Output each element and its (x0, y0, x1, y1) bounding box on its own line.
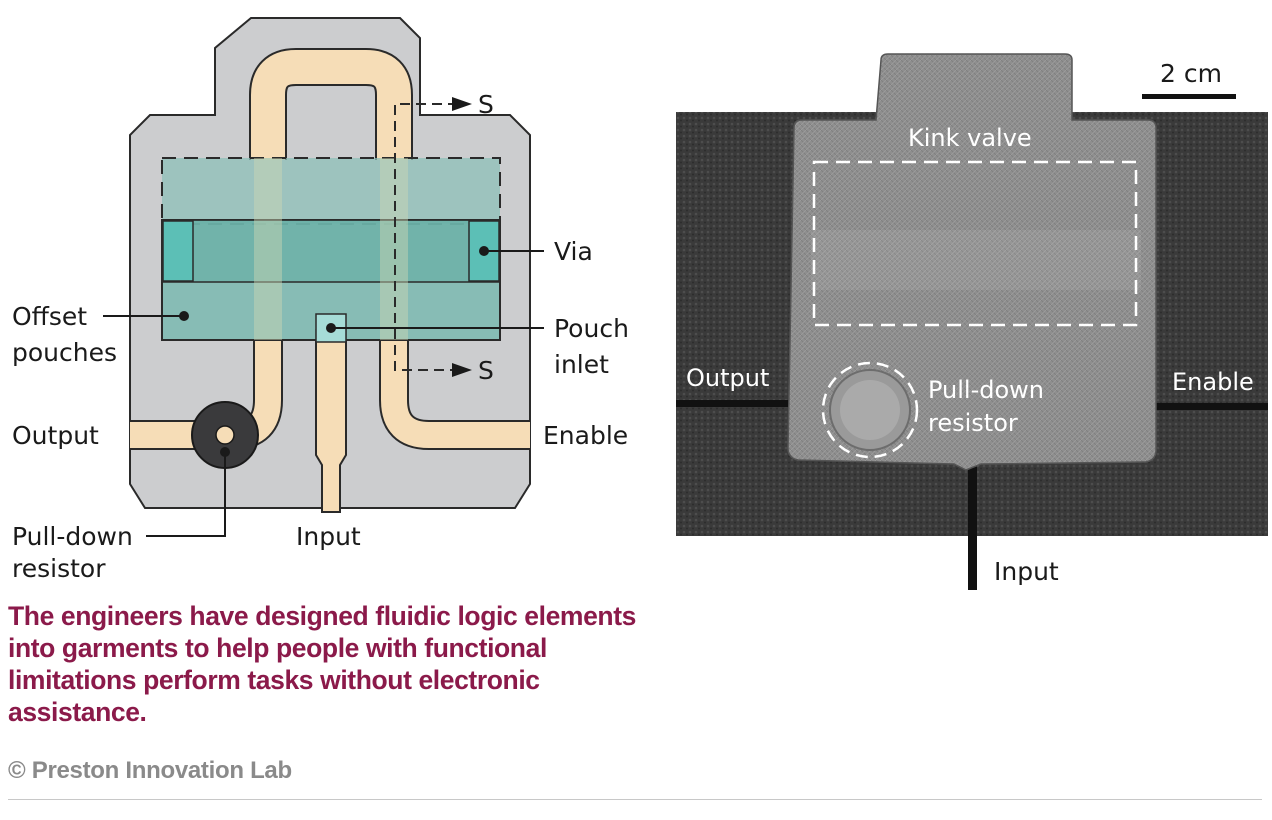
input-tube (968, 460, 977, 590)
section-arrow-top (452, 97, 472, 111)
enable-label-photo: Enable (1172, 368, 1254, 396)
scale-bar (1142, 94, 1236, 99)
pull-down-label-photo-1: Pull-down (928, 376, 1044, 404)
divider (8, 799, 1262, 800)
offset-pouch-upper (161, 157, 501, 225)
section-line (394, 103, 458, 371)
section-label-top: S (478, 90, 494, 119)
pull-down-label-1: Pull-down (12, 522, 133, 551)
input-channel (315, 329, 347, 513)
input-label-photo: Input (994, 557, 1059, 586)
section-label-bottom: S (478, 356, 494, 385)
output-tube (676, 400, 796, 407)
output-label-photo: Output (686, 364, 769, 392)
kink-valve-outline (812, 160, 1138, 327)
pull-down-label-2: resistor (12, 554, 106, 583)
input-label: Input (296, 522, 361, 551)
enable-tube (1156, 403, 1268, 410)
pouch-inlet-label-1: Pouch (554, 314, 629, 343)
kink-valve-label: Kink valve (908, 124, 1032, 152)
fabric-device (787, 53, 1157, 471)
via-label: Via (554, 237, 593, 266)
scale-label: 2 cm (1160, 59, 1222, 88)
enable-label: Enable (543, 421, 628, 450)
pouch-band (161, 219, 501, 283)
image-credit: © Preston Innovation Lab (8, 757, 292, 784)
via-left (162, 220, 194, 282)
offset-pouches-label-2: pouches (12, 338, 117, 367)
figure-caption: The engineers have designed fluidic logi… (8, 601, 636, 727)
pouch-inlet-label-2: inlet (554, 350, 609, 379)
kink-valve-schematic: S S Via Offset pouches Pouch inlet Outpu… (12, 17, 629, 583)
section-arrow-bottom (452, 363, 472, 377)
offset-pouches-label-1: Offset (12, 302, 87, 331)
output-label: Output (12, 421, 99, 450)
pull-down-label-photo-2: resistor (928, 409, 1018, 437)
device-photo: 2 cm Kink valve Output Enable Pull-down … (676, 50, 1268, 590)
